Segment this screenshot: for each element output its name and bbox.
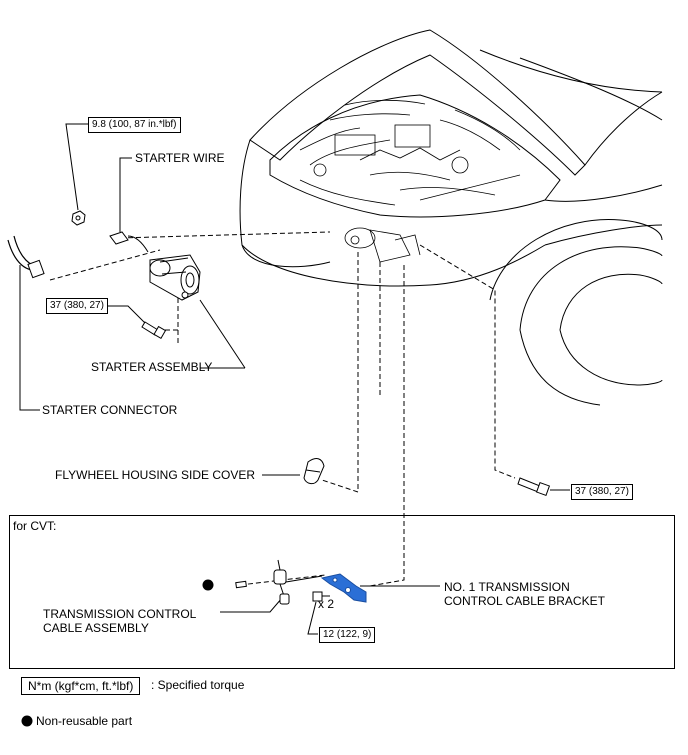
starter-wire-terminal (109, 231, 149, 253)
label-tcc-line2: CABLE ASSEMBLY (43, 621, 149, 635)
torque-box-bracket-bolt: 12 (122, 9) (319, 627, 376, 643)
bracket-bolt-part (312, 591, 330, 602)
bolt-left-part (141, 321, 167, 340)
wheel-arch (489, 219, 663, 301)
car-illustration (239, 29, 663, 406)
legend-torque-unit-box: N*m (kgf*cm, ft.*lbf) (21, 677, 141, 695)
torque-box-starter-bolt: 37 (380, 27) (46, 298, 108, 314)
rim-bottom (559, 329, 663, 386)
label-bracket-line1: NO. 1 TRANSMISSION (444, 580, 570, 594)
starter-connector-plug (27, 259, 45, 279)
legend-nonreusable-dot (21, 715, 33, 727)
legend-nonreusable-label: Non-reusable part (36, 714, 133, 728)
roof-edge (519, 57, 663, 121)
a-pillar (584, 91, 663, 166)
nut-part (71, 210, 86, 226)
torque-box-nut: 9.8 (100, 87 in.*lbf) (88, 117, 181, 133)
bolt-right-part (517, 477, 551, 497)
transmission-area (344, 227, 421, 263)
starter-assembly-part (149, 254, 201, 301)
flywheel-cover-part (303, 458, 325, 485)
bracket-part (320, 573, 367, 603)
parts (27, 210, 551, 605)
nonreusable-marker (202, 579, 214, 591)
label-leaders (7, 123, 570, 635)
label-starter-connector: STARTER CONNECTOR (42, 403, 178, 417)
label-qty: x 2 (318, 597, 335, 611)
label-starter-assembly: STARTER ASSEMBLY (91, 360, 213, 374)
fender-right (544, 184, 663, 202)
bumper (241, 244, 546, 287)
engine-bay (269, 94, 561, 218)
front-fender (239, 139, 331, 268)
tire-bottom (519, 329, 601, 406)
tcc-assembly-part (235, 559, 323, 605)
assembly-leaders (49, 231, 516, 587)
label-tcc-line1: TRANSMISSION CONTROL (43, 607, 197, 621)
cvt-title: for CVT: (13, 519, 57, 533)
cvt-frame (9, 515, 675, 669)
label-bracket-line2: CONTROL CABLE BRACKET (444, 594, 605, 608)
windshield (479, 49, 663, 93)
rim (559, 273, 663, 331)
engine-detail (299, 99, 521, 206)
label-flywheel-cover: FLYWHEEL HOUSING SIDE COVER (55, 468, 256, 482)
legend-torque-desc: : Specified torque (151, 678, 245, 692)
tire (519, 246, 663, 331)
label-starter-wire: STARTER WIRE (135, 151, 225, 165)
torque-box-right-bolt: 37 (380, 27) (571, 484, 633, 500)
body-side (544, 224, 663, 246)
